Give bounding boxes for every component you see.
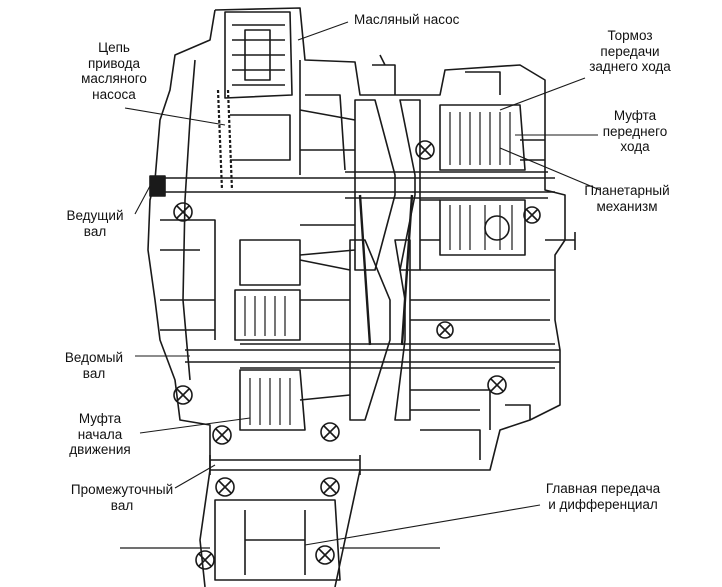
label-start-clutch: Муфта начала движения — [69, 411, 131, 457]
label-final-drive: Главная передача и дифференциал — [545, 481, 661, 512]
housing-left — [147, 9, 216, 587]
planetary-block — [439, 199, 526, 256]
start-clutch — [239, 369, 306, 431]
leader-start-clutch — [139, 417, 251, 434]
pump-chain — [216, 89, 234, 191]
intermediate-shaft — [210, 459, 360, 471]
label-planetary: Планетарный механизм — [584, 183, 670, 214]
lower-pulley — [349, 239, 391, 421]
leader-final-drive — [304, 504, 541, 546]
pump-block — [224, 11, 293, 99]
label-oil-pump-chain: Цепь привода масляного насоса — [81, 40, 147, 102]
bearings — [173, 140, 541, 570]
belt — [358, 194, 414, 346]
leader-oil-pump-chain — [124, 107, 226, 126]
driven-shaft — [185, 349, 560, 363]
label-drive-shaft: Ведущий вал — [66, 208, 124, 239]
leader-drive-shaft — [134, 185, 151, 215]
label-intermediate-shaft: Промежуточный вал — [70, 482, 174, 513]
leader-reverse-brake — [499, 77, 586, 111]
label-reverse-brake: Тормоз передачи заднего хода — [589, 28, 671, 74]
clutch-pack-upper — [439, 104, 526, 171]
upper-pulley — [354, 99, 396, 271]
leader-oil-pump — [297, 21, 349, 41]
label-oil-pump: Масляный насос — [354, 12, 460, 27]
housing-inner-left — [182, 59, 196, 381]
drive-shaft — [150, 177, 555, 193]
differential — [214, 499, 341, 581]
label-forward-clutch: Муфта переднего хода — [602, 108, 668, 154]
label-driven-shaft: Ведомый вал — [64, 350, 124, 381]
housing-outline — [214, 7, 566, 587]
leader-intermediate-shaft — [174, 464, 216, 489]
leader-planetary — [499, 147, 601, 191]
